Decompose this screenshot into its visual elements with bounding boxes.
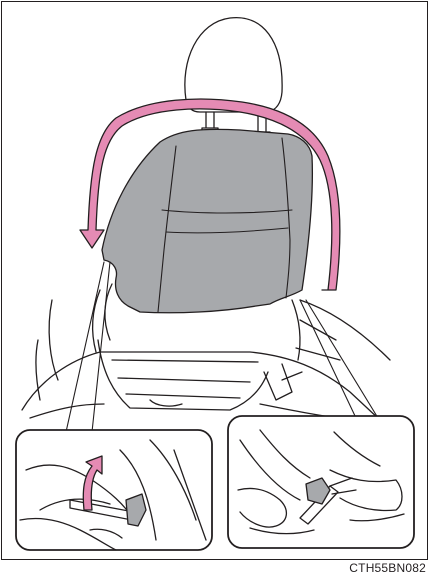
headrest [185,18,282,138]
figure-code: CTH55BN082 [349,561,426,575]
detail-inset-left [16,430,212,550]
detail-inset-right [228,416,414,548]
seatback [102,129,312,312]
